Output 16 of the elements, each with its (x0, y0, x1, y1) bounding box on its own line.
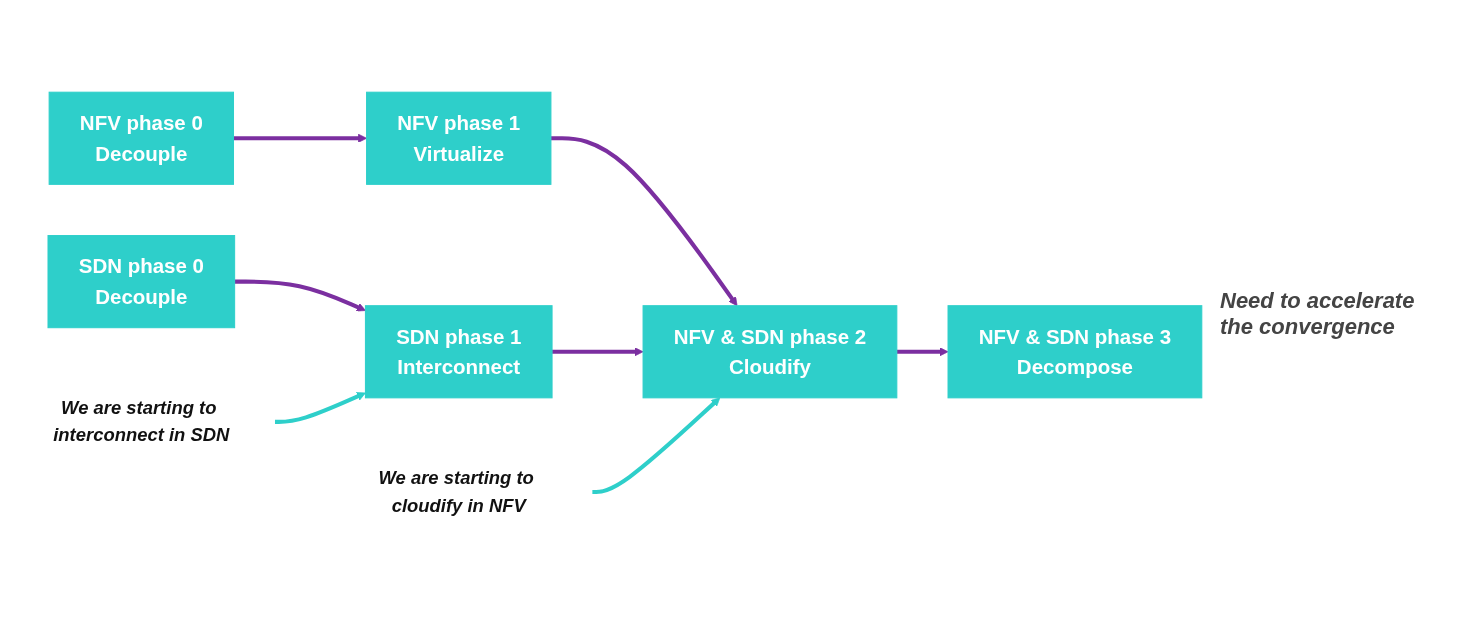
arrow (550, 136, 738, 306)
node-text: We are starting to interconnect in SDN (53, 397, 230, 446)
node-box: NFV & SDN phase 2 Cloudify (642, 305, 898, 399)
node-box: SDN phase 0 Decouple (47, 234, 236, 329)
node-box: NFV phase 0 Decouple (48, 91, 234, 185)
arrow (896, 347, 949, 357)
node-box: SDN phase 1 Interconnect (364, 305, 553, 399)
arrow (233, 133, 367, 143)
node-text: We are starting to cloudify in NFV (378, 467, 534, 516)
note-text: Need to accelerate the convergence (1220, 287, 1416, 340)
arrow (591, 397, 721, 494)
node-box: NFV phase 1 Virtualize (366, 91, 552, 185)
arrow (234, 279, 366, 312)
arrow (552, 347, 644, 357)
arrow (274, 392, 366, 424)
node-box: NFV & SDN phase 3 Decompose (947, 305, 1203, 399)
